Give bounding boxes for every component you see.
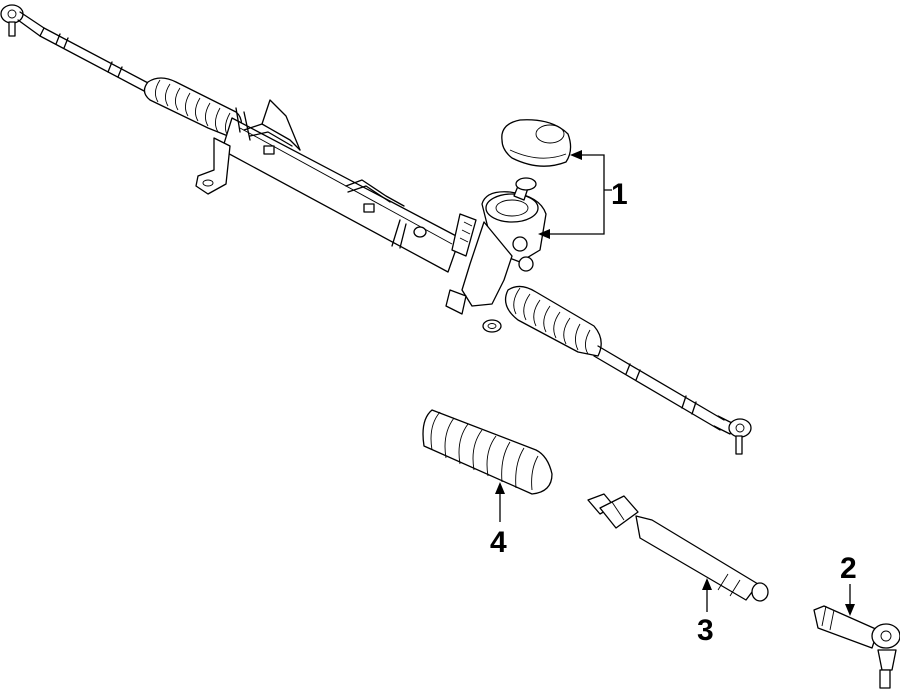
callout-label-1: 1	[611, 178, 628, 211]
left-tie-rod-end	[0, 4, 45, 37]
pinion-cover-cap	[501, 119, 572, 167]
right-tie-rod	[593, 345, 725, 431]
part-bellows-boot	[422, 409, 553, 495]
left-tie-rod	[39, 27, 151, 93]
part-outer-tie-rod-end	[813, 605, 900, 689]
valve-body	[445, 191, 547, 315]
hydraulic-lines	[243, 99, 427, 249]
callout-4: 4	[490, 482, 507, 559]
callout-label-2: 2	[840, 552, 857, 585]
callout-label-4: 4	[490, 526, 507, 559]
callout-label-3: 3	[697, 614, 714, 647]
right-tie-rod-end	[713, 415, 752, 455]
callout-3: 3	[697, 578, 714, 647]
part-inner-tie-rod	[587, 493, 769, 602]
left-mount-bracket	[195, 107, 251, 195]
callout-2: 2	[840, 552, 857, 616]
callout-1: 1	[538, 150, 628, 239]
rack-housing	[221, 117, 461, 273]
steering-rack-assembly	[0, 4, 752, 455]
right-bellows-boot	[482, 285, 602, 357]
pinion-input-shaft	[513, 177, 537, 201]
left-bellows-boot	[143, 77, 243, 141]
